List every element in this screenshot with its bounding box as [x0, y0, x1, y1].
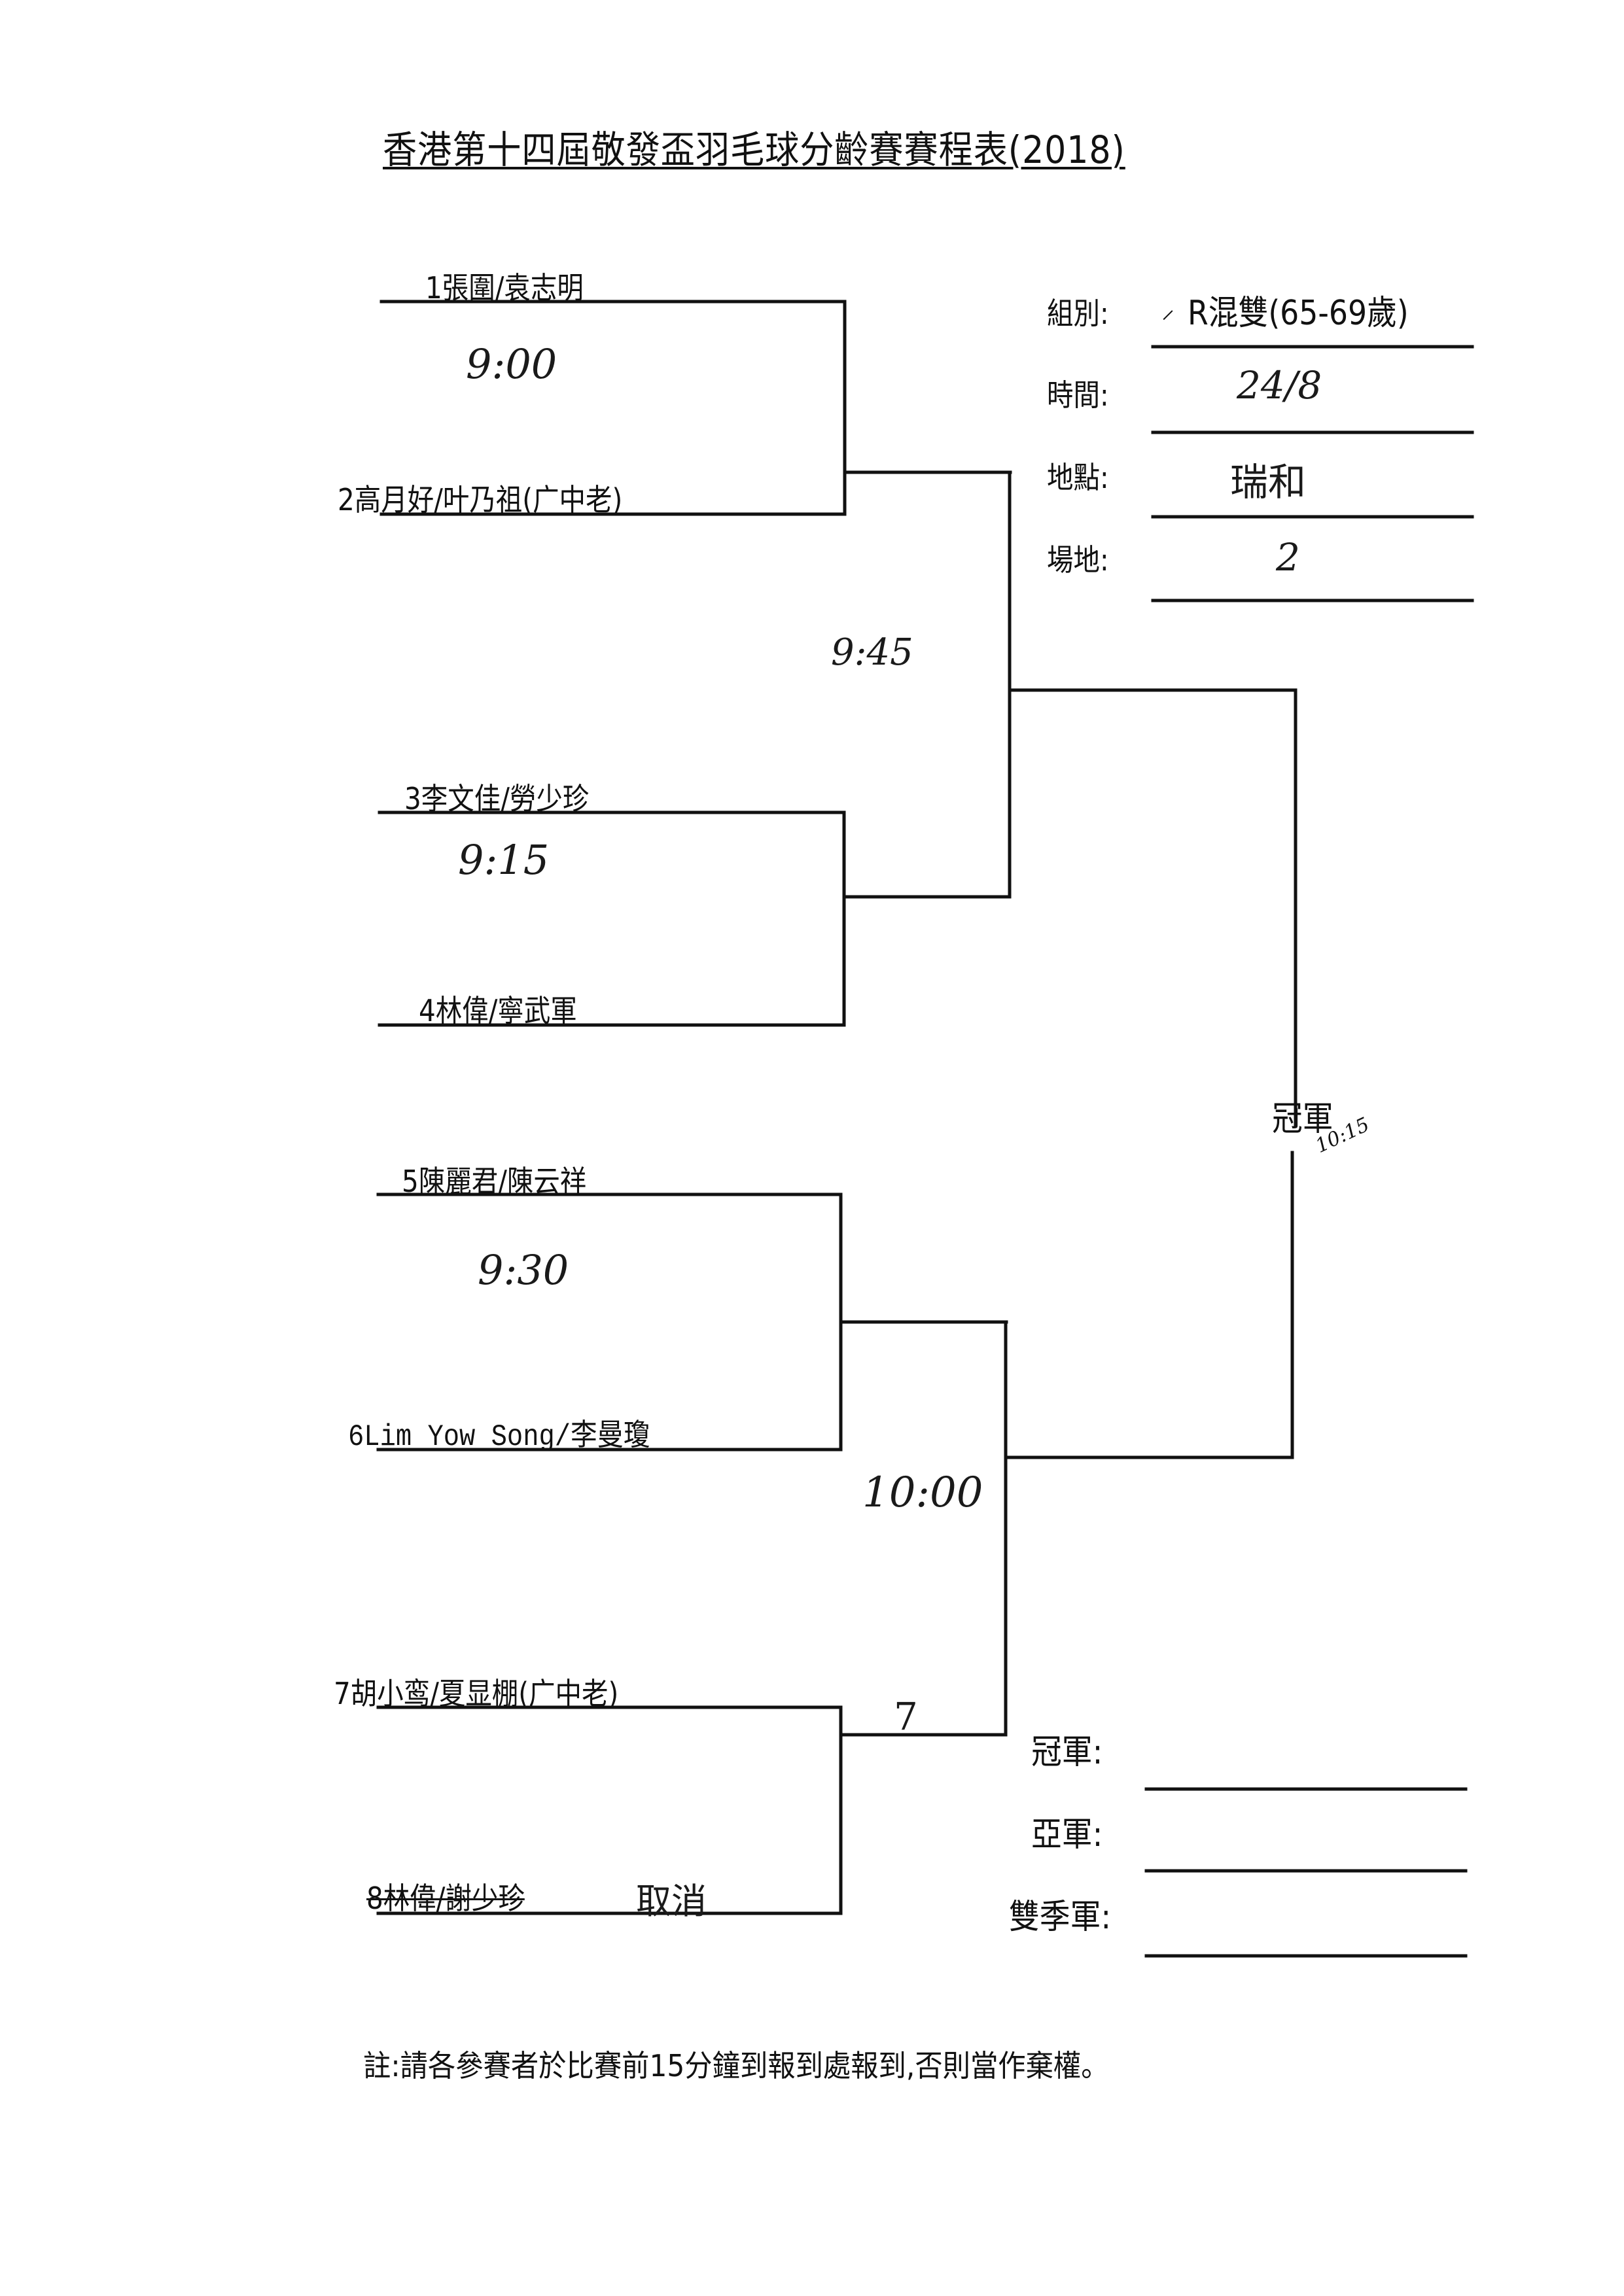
podium-third-label: 雙季軍:	[1009, 1898, 1112, 1937]
qf3-time: 9:30	[478, 1246, 569, 1294]
sf1-connector	[1008, 688, 1297, 1127]
player-3: 3李文佳/勞少珍	[404, 781, 590, 816]
sf1-time: 9:45	[831, 631, 913, 674]
court-label: 場地:	[1047, 542, 1109, 578]
player-4: 4林偉/寧武軍	[419, 993, 577, 1028]
qf2-time: 9:15	[458, 836, 550, 884]
category-value: R混雙(65-69歲)	[1188, 294, 1409, 333]
sf2-connector	[1004, 1151, 1294, 1459]
champion-marker: 冠軍	[1272, 1100, 1333, 1139]
qf1-time: 9:00	[466, 340, 557, 388]
venue-value: 瑞和	[1230, 460, 1307, 504]
qf2-bracket	[378, 810, 846, 1027]
category-tick-mark: ⸝	[1161, 294, 1174, 324]
footnote: 註:請各參賽者於比賽前15分鐘到報到處報到,否則當作棄權。	[363, 2048, 1109, 2083]
podium-champion-label: 冠軍:	[1031, 1733, 1103, 1772]
page-title: 香港第十四屆敬發盃羽毛球分齡賽賽程表(2018)	[383, 128, 1125, 172]
player-6: 6Lim Yow Song/李曼瓊	[348, 1420, 650, 1454]
sf2-time: 10:00	[862, 1469, 983, 1517]
withdrawn-note: 取消	[636, 1881, 707, 1922]
player-2: 2高月好/叶乃祖(广中老)	[338, 482, 623, 517]
time-value: 24/8	[1237, 363, 1322, 408]
time-label: 時間:	[1047, 377, 1109, 413]
category-label: 組別:	[1047, 296, 1109, 331]
player-1: 1張圍/袁志明	[425, 270, 584, 305]
court-value: 2	[1276, 535, 1300, 580]
player-7: 7胡小鸾/夏显棚(广中老)	[334, 1676, 619, 1711]
qf4-winner: 7	[894, 1694, 918, 1739]
podium-runner-up-label: 亞軍:	[1031, 1815, 1103, 1854]
qf1-bracket	[380, 300, 847, 516]
venue-label: 地點:	[1047, 460, 1109, 495]
player-8-withdrawn: 8林偉/謝少珍	[366, 1881, 525, 1916]
player-5: 5陳麗君/陳云祥	[402, 1164, 587, 1199]
qf4-bracket	[376, 1705, 843, 1915]
